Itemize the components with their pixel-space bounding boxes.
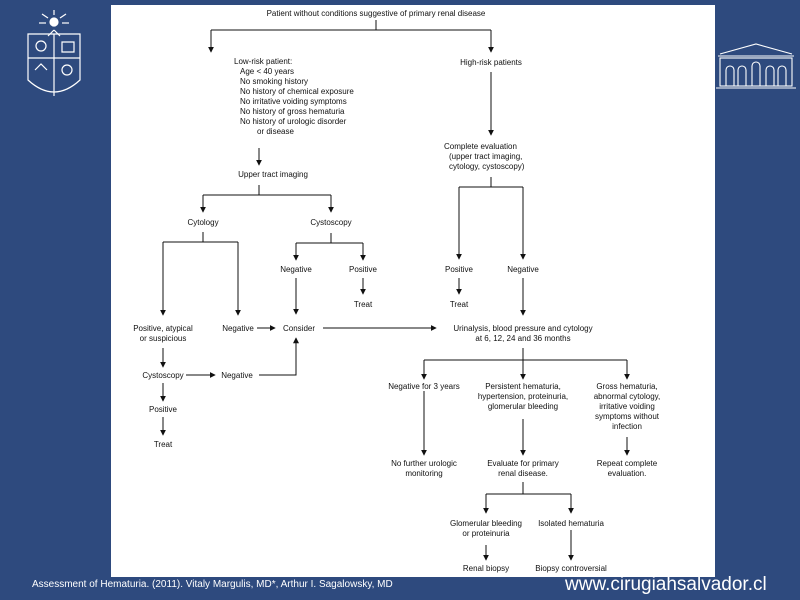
- low-risk-node: Low-risk patient: Age < 40 years No smok…: [234, 57, 354, 136]
- svg-text:Complete evaluation: Complete evaluation: [444, 142, 517, 151]
- svg-text:No irritative voiding symptoms: No irritative voiding symptoms: [240, 97, 347, 106]
- flowchart-panel: Patient without conditions suggestive of…: [111, 5, 715, 577]
- svg-text:glomerular bleeding: glomerular bleeding: [488, 402, 558, 411]
- cystoscopy-treat-node: Treat: [354, 300, 373, 309]
- svg-text:No further urologic: No further urologic: [391, 459, 457, 468]
- cystoscopy-node: Cystoscopy: [310, 218, 351, 227]
- evaluate-renal-node: Evaluate for primary renal disease.: [487, 459, 559, 478]
- isolated-hematuria-node: Isolated hematuria: [538, 519, 604, 528]
- svg-text:Low-risk patient:: Low-risk patient:: [234, 57, 292, 66]
- svg-text:at 6, 12, 24 and 36 months: at 6, 12, 24 and 36 months: [475, 334, 570, 343]
- evaluation-negative-node: Negative: [507, 265, 539, 274]
- svg-text:(upper tract imaging,: (upper tract imaging,: [449, 152, 522, 161]
- cytology-positive-node: Positive, atypical or suspicious: [133, 324, 193, 343]
- high-risk-node: High-risk patients: [460, 58, 522, 67]
- svg-text:irritative voiding: irritative voiding: [599, 402, 655, 411]
- cytology-negative-node: Negative: [222, 324, 254, 333]
- urinalysis-node: Urinalysis, blood pressure and cytology …: [453, 324, 592, 343]
- gross-hematuria-node: Gross hematuria, abnormal cytology, irri…: [594, 382, 661, 431]
- svg-text:or suspicious: or suspicious: [140, 334, 187, 343]
- biopsy-controversial-node: Biopsy controversial: [535, 564, 607, 573]
- svg-text:infection: infection: [612, 422, 642, 431]
- svg-text:No smoking history: No smoking history: [240, 77, 308, 86]
- svg-text:Evaluate for primary: Evaluate for primary: [487, 459, 559, 468]
- hospital-building-icon: [716, 43, 796, 89]
- glomerular-bleeding-node: Glomerular bleeding or proteinuria: [450, 519, 522, 538]
- svg-text:No history of gross hematuria: No history of gross hematuria: [240, 107, 345, 116]
- svg-text:abnormal cytology,: abnormal cytology,: [594, 392, 661, 401]
- citation-text: Assessment of Hematuria. (2011). Vitaly …: [32, 579, 393, 590]
- website-url: www.cirugiahsalvador.cl: [565, 574, 767, 595]
- negative-3-years-node: Negative for 3 years: [388, 382, 460, 391]
- svg-text:Persistent hematuria,: Persistent hematuria,: [485, 382, 561, 391]
- cystoscopy-lower-positive-node: Positive: [149, 405, 178, 414]
- svg-text:Age < 40 years: Age < 40 years: [240, 67, 294, 76]
- evaluation-positive-node: Positive: [445, 265, 474, 274]
- renal-biopsy-node: Renal biopsy: [463, 564, 509, 573]
- svg-text:cytology, cystoscopy): cytology, cystoscopy): [449, 162, 525, 171]
- svg-text:or proteinuria: or proteinuria: [462, 529, 510, 538]
- evaluation-treat-node: Treat: [450, 300, 469, 309]
- persistent-hematuria-node: Persistent hematuria, hypertension, prot…: [478, 382, 568, 411]
- svg-text:monitoring: monitoring: [405, 469, 442, 478]
- svg-text:Positive, atypical: Positive, atypical: [133, 324, 193, 333]
- cytology-node: Cytology: [187, 218, 218, 227]
- svg-text:No history of urologic disorde: No history of urologic disorder: [240, 117, 347, 126]
- repeat-evaluation-node: Repeat complete evaluation.: [597, 459, 658, 478]
- svg-text:No history of chemical exposur: No history of chemical exposure: [240, 87, 354, 96]
- svg-text:Gross hematuria,: Gross hematuria,: [596, 382, 657, 391]
- svg-text:evaluation.: evaluation.: [608, 469, 647, 478]
- svg-text:Urinalysis, blood pressure and: Urinalysis, blood pressure and cytology: [453, 324, 592, 333]
- svg-text:or disease: or disease: [257, 127, 294, 136]
- cystoscopy-lower-treat-node: Treat: [154, 440, 173, 449]
- svg-text:symptoms without: symptoms without: [595, 412, 660, 421]
- cystoscopy-lower-negative-node: Negative: [221, 371, 253, 380]
- root-node: Patient without conditions suggestive of…: [267, 9, 486, 18]
- consider-node: Consider: [283, 324, 315, 333]
- cystoscopy-lower-node: Cystoscopy: [142, 371, 183, 380]
- svg-text:hypertension, proteinuria,: hypertension, proteinuria,: [478, 392, 568, 401]
- svg-text:Glomerular bleeding: Glomerular bleeding: [450, 519, 522, 528]
- university-crest-icon: [27, 10, 81, 96]
- cystoscopy-negative-node: Negative: [280, 265, 312, 274]
- cystoscopy-positive-node: Positive: [349, 265, 378, 274]
- hematuria-flowchart: Patient without conditions suggestive of…: [133, 9, 661, 573]
- upper-tract-imaging-node: Upper tract imaging: [238, 170, 308, 179]
- complete-evaluation-node: Complete evaluation (upper tract imaging…: [444, 142, 525, 171]
- svg-text:renal disease.: renal disease.: [498, 469, 548, 478]
- svg-text:Repeat complete: Repeat complete: [597, 459, 658, 468]
- no-further-monitoring-node: No further urologic monitoring: [391, 459, 457, 478]
